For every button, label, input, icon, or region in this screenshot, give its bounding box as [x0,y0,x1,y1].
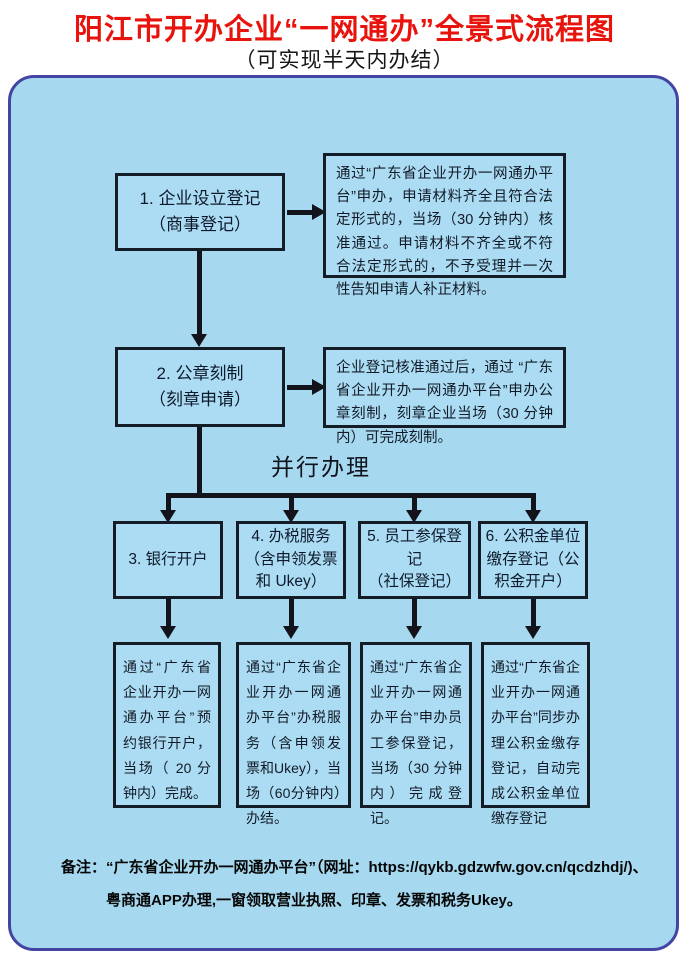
arrowhead-down-icon [283,626,299,639]
arrowhead-down-icon [406,510,422,523]
branch3-label: 3. 银行开户 [128,550,208,568]
step1-box: 1. 企业设立登记 （商事登记） [115,173,285,251]
parallel-label: 并行办理 [271,454,371,480]
footer-remark-line1: “广东省企业开办一网通办平台”（网址：https://qykb.gdzwfw.g… [106,859,648,876]
step1-note-box: 通过“广东省企业开办一网通办平台”申办，申请材料齐全且符合法定形式的，当场（30… [323,153,566,298]
arrowhead-down-icon [160,626,176,639]
branch-drop-5 [412,496,417,511]
footer-remark-label: 备注： [61,859,107,876]
detail-drop-5 [412,599,417,627]
branch-horizontal-line [166,493,536,498]
branch3-detail-box: 通过“广东省企业开办一网通办平台”预约银行开户，当场（ 20 分钟内）完成。 [113,642,221,808]
arrowhead-right-icon [312,379,326,395]
connector-step1-to-step2 [197,251,202,335]
step1-label: 1. 企业设立登记 （商事登记） [139,188,261,234]
flowchart-panel: 1. 企业设立登记 （商事登记） 通过“广东省企业开办一网通办平台”申办，申请材… [8,75,679,951]
footer-remark-line2: 粤商通APP办理,一窗领取营业执照、印章、发票和税务Ukey。 [106,892,522,909]
detail-drop-6 [531,599,536,627]
arrowhead-down-icon [406,626,422,639]
branch-drop-3 [166,496,171,511]
footer-remark: 备注： “广东省企业开办一网通办平台”（网址：https://qykb.gdzw… [61,851,651,917]
connector-step2-to-note2 [287,385,315,390]
branch5-label: 5. 员工参保登记 （社保登记） [367,528,462,591]
branch6-label: 6. 公积金单位 缴存登记（公 积金开户） [485,528,581,591]
step2-note-box: 企业登记核准通过后，通过 “广东省企业开办一网通办平台”申办公章刻制，刻章企业当… [323,347,566,446]
branch4-detail-box: 通过“广东省企业开办一网通办平台”办税服务（含申领发票和Ukey），当场（60分… [236,642,351,826]
branch3-box: 3. 银行开户 [113,521,223,599]
arrowhead-down-icon [525,510,541,523]
arrowhead-down-icon [160,510,176,523]
branch6-detail-box: 通过“广东省企业开办一网通办平台”同步办理公积金缴存登记，自动完成公积金单位缴存… [481,642,590,826]
step2-box: 2. 公章刻制 （刻章申请） [115,347,285,427]
page-title: 阳江市开办企业“一网通办”全景式流程图 [73,14,615,46]
page-subtitle: （可实现半天内办结） [234,49,455,72]
arrowhead-right-icon [312,204,326,220]
step2-label: 2. 公章刻制 （刻章申请） [149,363,251,409]
footer-remark-text: “广东省企业开办一网通办平台”（网址：https://qykb.gdzwfw.g… [106,851,651,917]
connector-step2-to-branchline [197,427,202,496]
branch5-box: 5. 员工参保登记 （社保登记） [358,521,471,599]
detail-drop-3 [166,599,171,627]
connector-step1-to-note1 [287,210,315,215]
branch4-label: 4. 办税服务 （含申领发票 和 Ukey） [244,528,338,591]
arrowhead-down-icon [525,626,541,639]
arrowhead-down-icon [191,334,207,347]
arrowhead-down-icon [283,510,299,523]
branch-drop-6 [531,496,536,511]
branch6-box: 6. 公积金单位 缴存登记（公 积金开户） [478,521,588,599]
branch-drop-4 [289,496,294,511]
branch4-box: 4. 办税服务 （含申领发票 和 Ukey） [236,521,346,599]
branch5-detail-box: 通过“广东省企业开办一网通办平台”申办员工参保登记，当场（30 分钟内）完成登记… [360,642,472,826]
detail-drop-4 [289,599,294,627]
